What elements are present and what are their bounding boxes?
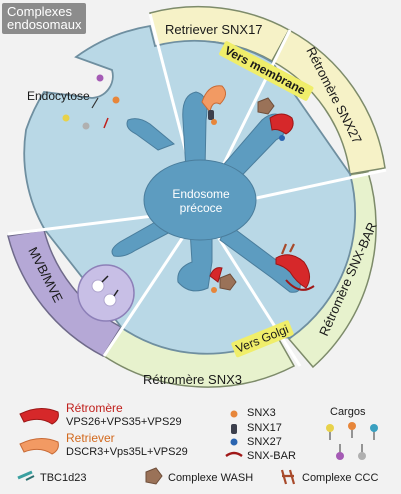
center-line2: précoce [180, 201, 223, 215]
legend-snx27: SNX27 [247, 436, 282, 448]
legend-icons [17, 408, 378, 485]
cargo-grey [82, 122, 90, 130]
legend-retriever-detail: DSCR3+Vps35L+VPS29 [66, 446, 188, 458]
legend-cargos-icons [326, 422, 378, 460]
snxbar-ring [285, 279, 315, 291]
legend-cargos: Cargos [330, 406, 366, 418]
legend-snx3-icon [230, 410, 238, 418]
retromere-snxbar-red [275, 254, 310, 289]
tubule-up [182, 91, 208, 171]
center-label: Endosome précoce [172, 187, 230, 215]
legend-retromere-icon [19, 408, 59, 425]
title-line1: Complexes [7, 4, 73, 19]
legend-snx17: SNX17 [247, 422, 282, 434]
snx17-marker [208, 110, 214, 120]
mvb-vesicle [77, 264, 135, 322]
wash-lower [219, 273, 237, 291]
legend-retromere-title: Rétromère [66, 401, 123, 415]
legend-retromere-detail: VPS26+VPS35+VPS29 [66, 416, 182, 428]
legend-snx17-icon [231, 424, 237, 434]
tubule-down [177, 229, 213, 292]
retriever-snx17-complex [201, 85, 226, 125]
legend-wash-icon [145, 467, 163, 485]
retriever-crescent [201, 85, 226, 114]
retromere-snx27-complex [257, 97, 294, 141]
label-endocytose: Endocytose [27, 89, 90, 103]
legend-wash: Complexe WASH [168, 472, 254, 484]
center-line1: Endosome [172, 187, 230, 201]
label-retriever-snx17: Retriever SNX17 [165, 22, 263, 37]
legend-snx27-icon [230, 438, 238, 446]
retromere-snx3-complex [209, 267, 237, 293]
legend-ccc: Complexe CCC [302, 472, 379, 484]
retromere-lower [209, 267, 223, 283]
tubule-upper-left [126, 118, 175, 151]
title-line2: endosomaux [7, 17, 82, 32]
legend-tbc-icon [17, 470, 35, 481]
retromere-snxbar-complex [275, 243, 315, 291]
endosome-core [143, 159, 257, 241]
snx3-marker [211, 287, 217, 293]
retromere-upper [269, 113, 294, 135]
cargo-purple [96, 74, 104, 82]
diagram-title: Complexes endosomaux [2, 3, 87, 34]
cargo-orange [112, 96, 120, 104]
legend-tbc: TBC1d23 [40, 472, 87, 484]
retriever-cargo [211, 119, 217, 125]
endocytose-cargos [62, 74, 120, 130]
ccc-right [280, 243, 295, 255]
legend-retriever-icon [19, 438, 59, 455]
cargo-yellow [62, 114, 70, 122]
label-retromere-snx3: Rétromère SNX3 [143, 372, 242, 387]
wash-upper [257, 97, 275, 115]
legend-retriever-title: Retriever [66, 431, 115, 445]
snx27-marker [279, 135, 285, 141]
legend-snx3: SNX3 [247, 407, 276, 419]
legend-ccc-icon [280, 469, 296, 485]
legend-snxbar: SNX-BAR [247, 450, 296, 462]
legend-snxbar-icon [225, 451, 243, 457]
